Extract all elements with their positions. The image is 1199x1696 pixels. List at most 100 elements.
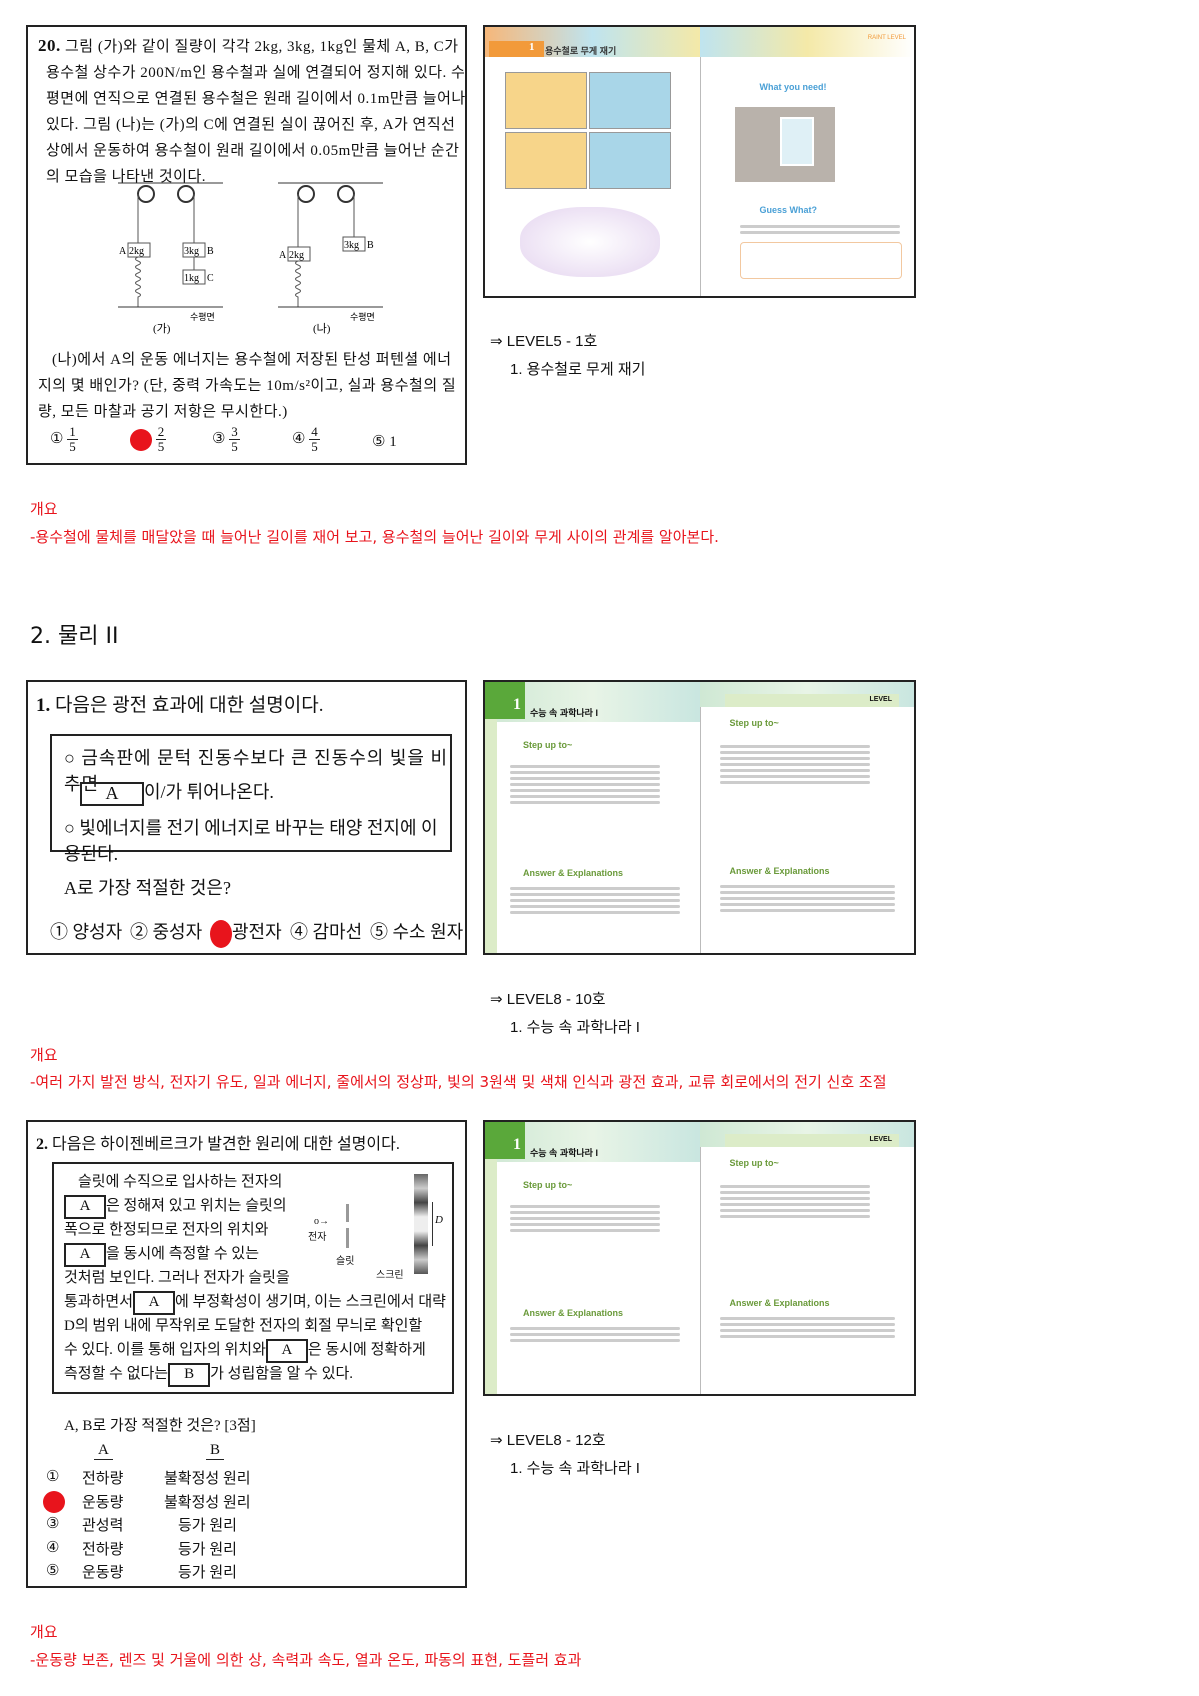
summary-text: -운동량 보존, 렌즈 및 거울에 의한 상, 속력과 속도, 열과 온도, 파… [30, 1651, 582, 1669]
question-number: 20. [38, 36, 61, 55]
selected-answer-marker [130, 428, 152, 451]
option-mark: ⑤ [46, 1563, 60, 1579]
question-20-prompt: (나)에서 A의 운동 에너지는 용수철에 저장된 탄성 퍼텐셜 에너지의 몇 … [38, 352, 457, 420]
blank-a: A [64, 1194, 106, 1219]
svg-text:(가): (가) [153, 322, 171, 335]
thumbnail-right-page: LEVEL Step up to~ Answer & Explanations [699, 682, 914, 953]
svg-text:1kg: 1kg [184, 273, 199, 284]
option-3-selected[interactable]: 광전자 [210, 918, 282, 948]
option-b: 등가 원리 [178, 1518, 237, 1534]
question-20-box: 20. 그림 (가)와 같이 질량이 각각 2kg, 3kg, 1kg인 물체 … [26, 25, 467, 465]
option-1[interactable]: ① 양성자 [50, 922, 123, 942]
pulley-icon [297, 185, 315, 203]
option-1[interactable]: ① 전하량 불확정성 원리 [46, 1467, 346, 1489]
label-a: A [119, 246, 127, 257]
question-1-stem: 1. 다음은 광전 효과에 대한 설명이다. [36, 695, 324, 716]
option-a: 전하량 [82, 1471, 124, 1487]
thumbnail-right-page: LEVEL Step up to~ Answer & Explanations [699, 1122, 914, 1394]
thumbnail-title: 용수철로 무게 재기 [545, 46, 617, 56]
svg-text:B: B [367, 240, 374, 251]
blank-b: B [168, 1362, 211, 1387]
textbook-thumbnail-level5: 1 용수철로 무게 재기 RAINT LEVEL What you need! … [483, 25, 916, 298]
column-header-a: A [94, 1442, 113, 1460]
textbook-thumbnail-level8-10: 1 수능 속 과학나라 I Step up to~ Answer & Expla… [483, 680, 916, 955]
section-title: 2. 물리 II [30, 624, 119, 649]
svg-text:A: A [279, 250, 287, 261]
blank-a: A [265, 1338, 308, 1363]
svg-text:3kg: 3kg [184, 246, 199, 257]
pulley-icon [177, 185, 195, 203]
option-3[interactable]: ③ 관성력 등가 원리 [46, 1514, 346, 1536]
option-mark: ③ [46, 1516, 60, 1532]
electron-icon: o→ [314, 1216, 329, 1227]
option-5[interactable]: ⑤ 1 [372, 434, 397, 450]
blank-a: A [64, 1242, 106, 1267]
blank-a: A [133, 1290, 176, 1315]
option-b: 불확정성 원리 [164, 1471, 251, 1487]
summary-heading: 개요 [30, 500, 58, 518]
option-b: 등가 원리 [178, 1565, 237, 1581]
option-4[interactable]: ④ 감마선 [290, 922, 363, 942]
guess-what-heading: Guess What? [759, 205, 818, 215]
reference-title: 1. 용수철로 무게 재기 [510, 361, 646, 378]
svg-text:C: C [207, 273, 214, 284]
option-4[interactable]: ④ 전하량 등가 원리 [46, 1538, 346, 1560]
thumbnail-title: 수능 속 과학나라 I [530, 708, 598, 718]
diffraction-figure: o→ 전자 슬릿 스크린 D [304, 1174, 444, 1284]
reference-level: ⇒ LEVEL8 - 12호 [490, 1432, 606, 1449]
svg-text:B: B [207, 246, 214, 257]
option-2-selected[interactable]: 운동량 불확정성 원리 [43, 1490, 346, 1513]
option-5[interactable]: ⑤ 운동량 등가 원리 [46, 1561, 346, 1583]
question-2-prompt: A, B로 가장 적절한 것은? [3점] [64, 1418, 256, 1434]
thumbnail-left-page: 1 수능 속 과학나라 I Step up to~ Answer & Expla… [485, 1122, 701, 1394]
option-b: 불확정성 원리 [164, 1494, 251, 1511]
selected-answer-marker [210, 919, 232, 948]
option-2[interactable]: ② 중성자 [130, 922, 203, 942]
thumbnail-left-page: 1 용수철로 무게 재기 [485, 27, 701, 296]
question-20-text: 20. 그림 (가)와 같이 질량이 각각 2kg, 3kg, 1kg인 물체 … [38, 33, 466, 190]
summary-heading: 개요 [30, 1623, 58, 1641]
svg-text:수평면: 수평면 [190, 312, 215, 322]
column-header-b: B [206, 1442, 225, 1460]
summary-text: -용수철에 물체를 매달았을 때 늘어난 길이를 재어 보고, 용수철의 늘어난… [30, 528, 719, 546]
reference-level: ⇒ LEVEL5 - 1호 [490, 333, 598, 350]
selected-answer-marker [43, 1490, 65, 1513]
svg-text:(나): (나) [313, 322, 331, 335]
what-you-need-heading: What you need! [759, 82, 827, 92]
option-a: 운동량 [82, 1565, 124, 1581]
option-mark: ④ [46, 1539, 60, 1556]
thumbnail-title: 수능 속 과학나라 I [530, 1148, 598, 1158]
svg-text:3kg: 3kg [344, 240, 359, 251]
pulley-icon [137, 185, 155, 203]
thumbnail-left-page: 1 수능 속 과학나라 I Step up to~ Answer & Expla… [485, 682, 701, 953]
summary-text: -여러 가지 발전 방식, 전자기 유도, 일과 에너지, 줄에서의 정상파, … [30, 1073, 887, 1091]
spring-icon [135, 256, 141, 307]
option-b: 등가 원리 [178, 1541, 237, 1558]
question-2-box: 2. 다음은 하이젠베르크가 발견한 원리에 대한 설명이다. 슬릿에 수직으로… [26, 1120, 467, 1588]
question-stem: 그림 (가)와 같이 질량이 각각 2kg, 3kg, 1kg인 물체 A, B… [46, 39, 466, 185]
option-5[interactable]: ⑤ 수소 원자 [370, 922, 464, 942]
svg-text:2kg: 2kg [289, 250, 304, 261]
textbook-thumbnail-level8-12: 1 수능 속 과학나라 I Step up to~ Answer & Expla… [483, 1120, 916, 1396]
blank-a: A [80, 781, 144, 806]
option-a: 운동량 [82, 1494, 124, 1511]
reference-title: 1. 수능 속 과학나라 I [510, 1019, 640, 1036]
option-mark: ① [46, 1469, 60, 1485]
svg-text:2kg: 2kg [129, 246, 144, 257]
option-a: 관성력 [82, 1518, 124, 1534]
spring-icon [295, 260, 301, 307]
option-a: 전하량 [82, 1541, 124, 1558]
chapter-number: 1 [489, 41, 544, 57]
pulley-icon [337, 185, 355, 203]
reference-title: 1. 수능 속 과학나라 I [510, 1460, 640, 1477]
summary-heading: 개요 [30, 1046, 58, 1064]
question-2-stem: 2. 다음은 하이젠베르크가 발견한 원리에 대한 설명이다. [36, 1136, 400, 1153]
